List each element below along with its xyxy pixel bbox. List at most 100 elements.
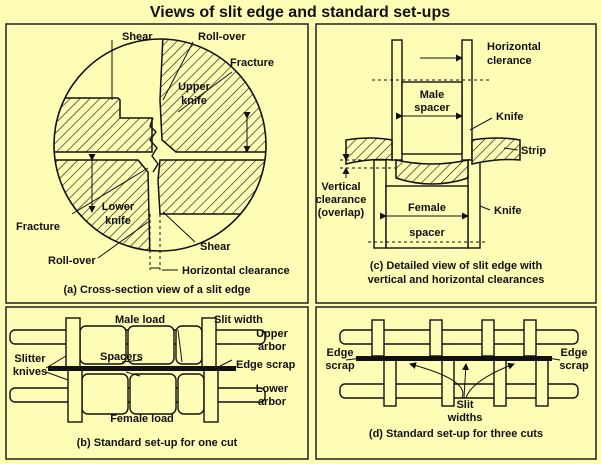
label-vertical-clearance-3: (overlap) [318, 207, 365, 219]
label-fracture-left: Fracture [16, 221, 60, 233]
label-upper-arbor-2: arbor [258, 341, 287, 353]
label-spacers: Spacers [100, 351, 143, 363]
label-fracture-right: Fracture [230, 57, 274, 69]
knife-upper-1 [371, 319, 385, 357]
knife-lower-4 [535, 359, 549, 407]
slitter-knives-leader-2 [45, 371, 69, 381]
panel-a-frame [5, 23, 309, 304]
label-edge-scrap: Edge scrap [236, 359, 296, 371]
label-rollover-bottom: Roll-over [48, 255, 96, 267]
knife-upper-2 [429, 319, 443, 357]
lower-knife-right [467, 159, 481, 249]
label-horizontal-clerance-2: clerance [487, 55, 532, 67]
label-horizontal-clearance: Horizontal clearance [182, 265, 290, 277]
rollover-bottom-leader [97, 221, 149, 259]
upper-arbor-shaft-d [339, 329, 579, 345]
label-slit-widths-1: Slit [456, 399, 473, 411]
label-female-spacer-2: spacer [409, 227, 445, 239]
label-shear-bottom: Shear [200, 241, 231, 253]
upper-knife-section [159, 39, 266, 153]
rollover-top-leader [162, 41, 194, 101]
strip-center-piece [395, 159, 469, 185]
strip-one-cut [48, 366, 236, 371]
upper-knife-left [391, 39, 403, 161]
caption-panel-d: (d) Standard set-up for three cuts [369, 428, 543, 440]
panel-d-setup-three-cuts: Edge scrap Edge scrap Slit widths (d) St… [325, 319, 589, 440]
lower-strip-section [157, 159, 266, 215]
label-upper-arbor-1: Upper [256, 328, 289, 340]
knife-upper-3 [481, 319, 495, 357]
strip-leader [503, 147, 519, 151]
male-load-spacer-2 [127, 325, 175, 365]
label-lower-arbor-2: arbor [258, 396, 287, 408]
label-slit-width: Slit width [214, 314, 263, 326]
label-male-spacer-1: Male [420, 89, 444, 101]
strip-right-piece [471, 137, 521, 165]
strip-left-piece [345, 137, 393, 165]
label-female-load: Female load [110, 413, 174, 425]
female-load-spacer-3 [177, 373, 205, 415]
label-knife-bottom: Knife [494, 205, 522, 217]
label-upper-knife-1: Upper [178, 81, 211, 93]
edge-scrap-left-leader [345, 357, 363, 361]
panel-b-frame [5, 306, 309, 460]
label-female-spacer-1: Female [408, 202, 446, 214]
label-strip: Strip [521, 145, 546, 157]
fracture-right-leader [177, 71, 233, 113]
spacers-leader-1 [121, 359, 143, 363]
slit-widths-arrow-2 [462, 363, 470, 399]
slitter-knife-upper-left [65, 317, 81, 371]
slit-widths-arrow-1 [409, 362, 464, 399]
slit-width-leader [177, 329, 183, 363]
spacers-leader-2 [125, 371, 141, 377]
caption-panel-c-2: vertical and horizontal clearances [368, 274, 545, 286]
knife-lower-2 [441, 359, 455, 407]
caption-panel-c-1: (c) Detailed view of slit edge with [370, 260, 543, 272]
label-slitter-knives-2: knives [13, 366, 47, 378]
lower-arbor-shaft-d [339, 383, 579, 399]
edge-scrap-right-leader [547, 357, 561, 361]
upper-knife-right [461, 39, 473, 161]
panel-c-detail: Horizontal clerance Male spacer Knife St… [316, 39, 546, 286]
upper-strip-section [54, 97, 153, 153]
label-edge-scrap-left-1: Edge [327, 347, 354, 359]
strip-three-cuts [356, 356, 552, 361]
label-lower-knife-2: knife [105, 215, 131, 227]
female-load-spacer-1 [81, 373, 129, 415]
label-edge-scrap-right-2: scrap [559, 360, 589, 372]
slitter-knife-lower-left [67, 367, 83, 423]
label-male-spacer-2: spacer [414, 102, 450, 114]
knife-top-leader [469, 117, 493, 131]
label-edge-scrap-left-2: scrap [325, 360, 355, 372]
knife-upper-4 [523, 319, 537, 357]
knife-lower-1 [383, 359, 397, 407]
label-male-load: Male load [115, 314, 165, 326]
panel-c-frame [315, 23, 597, 304]
label-edge-scrap-right-1: Edge [561, 347, 588, 359]
label-horizontal-clerance-1: Horizontal [487, 41, 541, 53]
label-vertical-clearance-2: clearance [316, 194, 367, 206]
caption-panel-b: (b) Standard set-up for one cut [77, 437, 238, 449]
panel-b-setup-one-cut: Male load Slit width Upper arbor Slitter… [9, 314, 296, 449]
caption-panel-a: (a) Cross-section view of a slit edge [63, 284, 250, 296]
slitter-knives-leader-1 [45, 355, 67, 369]
lower-knife-left [373, 159, 387, 249]
knife-lower-3 [493, 359, 507, 407]
slit-widths-arrow-3 [465, 362, 515, 399]
panel-a-cross-section: Shear Roll-over Fracture Upper knife Low… [16, 31, 290, 296]
figure-title: Views of slit edge and standard set-ups [150, 4, 450, 21]
knife-bottom-leader [479, 205, 491, 211]
label-rollover-top: Roll-over [198, 31, 246, 43]
female-load-spacer-2 [129, 373, 177, 415]
label-shear-top: Shear [122, 31, 153, 43]
shear-bottom-leader [162, 211, 196, 243]
fracture-line [149, 117, 159, 173]
slitter-knife-lower-right [203, 367, 219, 423]
label-slit-widths-2: widths [447, 412, 483, 424]
label-slitter-knives-1: Slitter [14, 353, 46, 365]
label-upper-knife-2: knife [181, 95, 207, 107]
label-lower-arbor-1: Lower [256, 383, 289, 395]
label-lower-knife-1: Lower [102, 201, 135, 213]
